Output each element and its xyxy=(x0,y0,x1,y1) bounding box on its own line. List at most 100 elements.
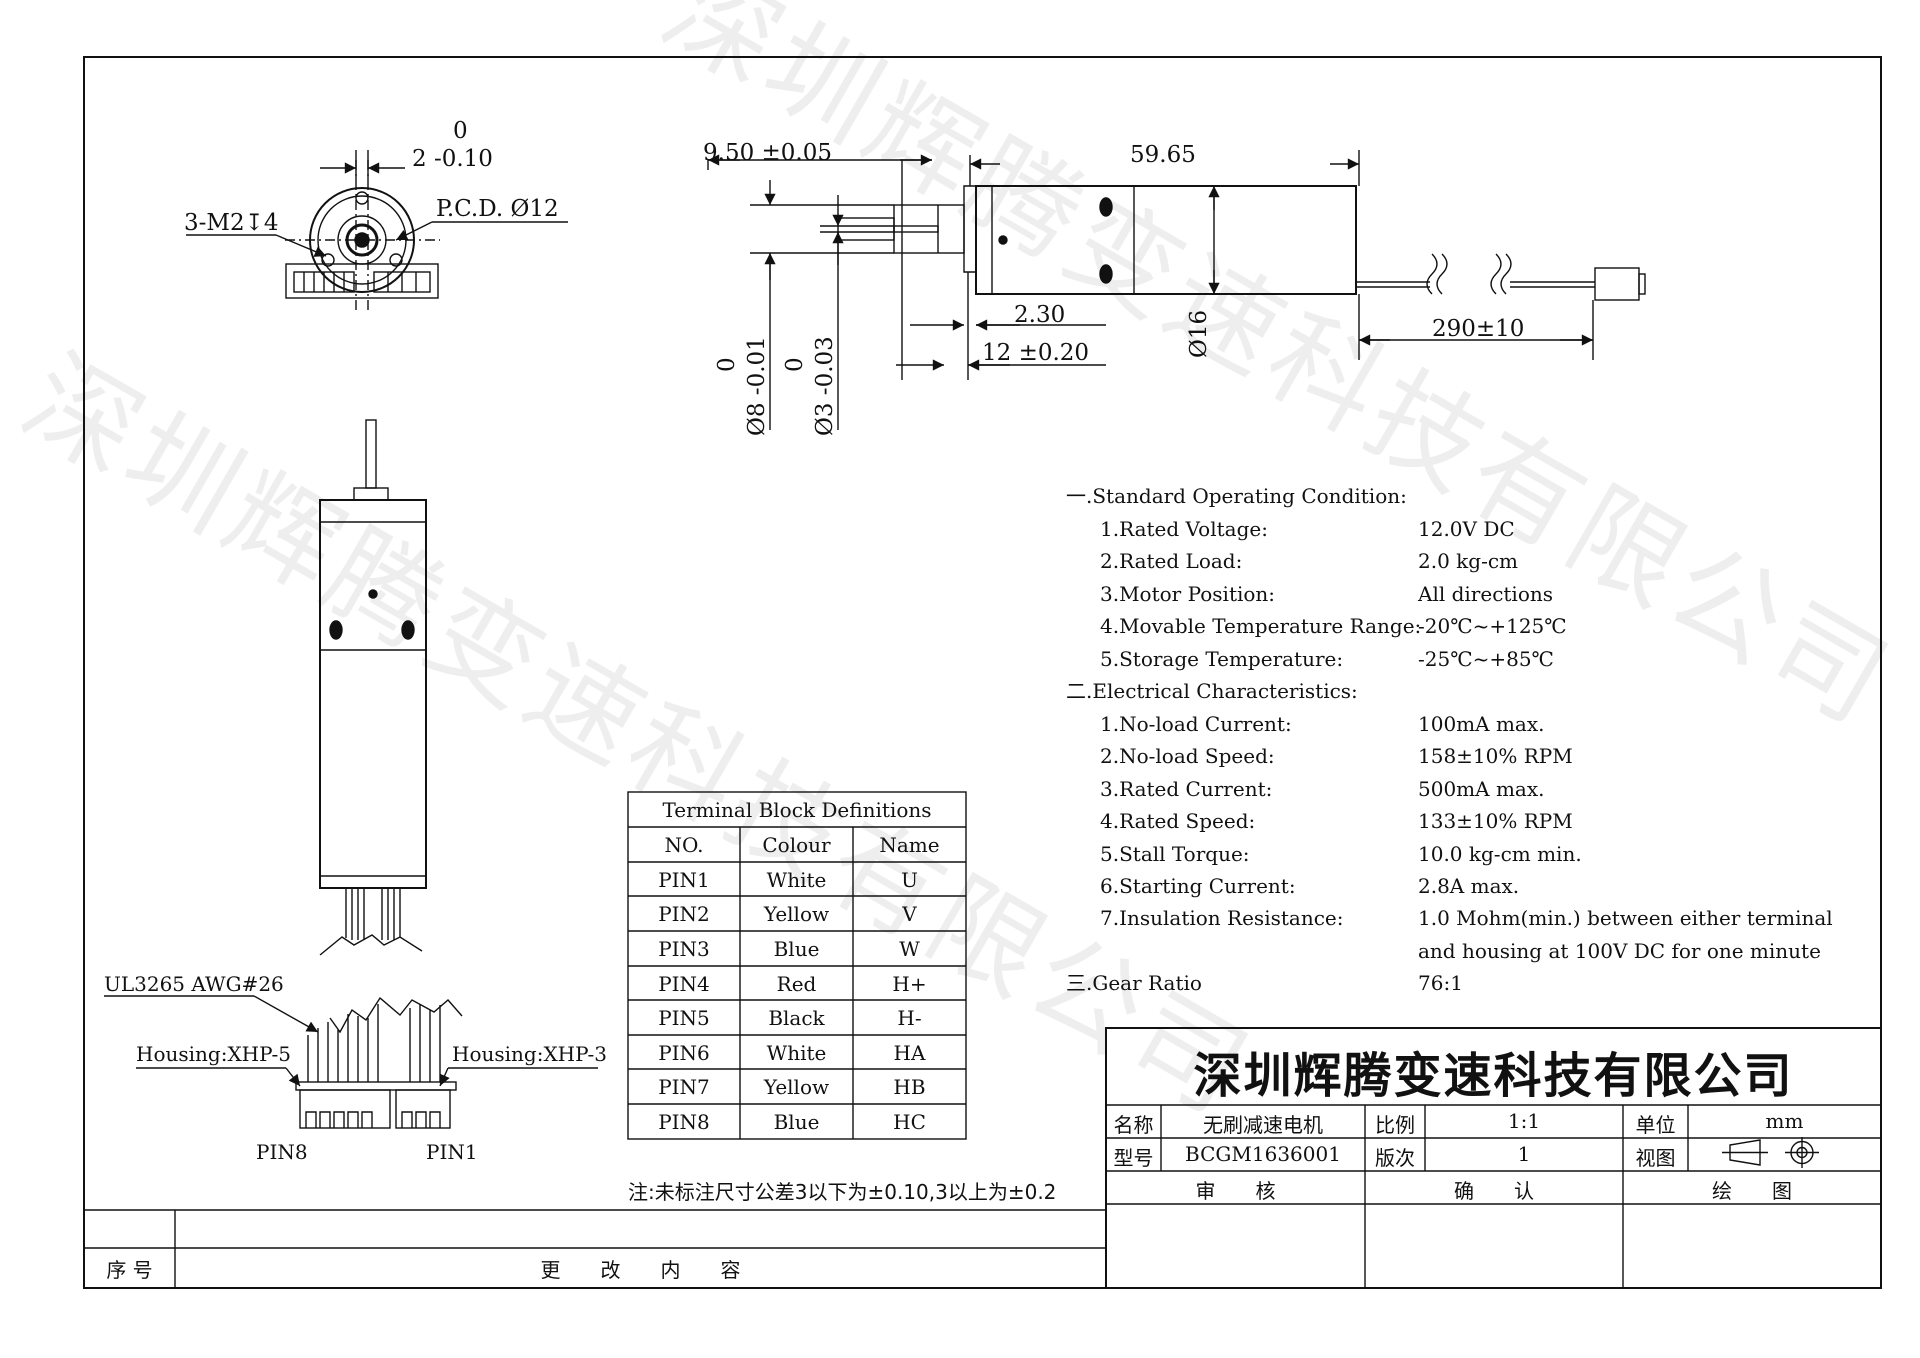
view-label: 视图 xyxy=(1635,1146,1676,1170)
table-cell: Yellow xyxy=(763,1075,830,1099)
unit-label: 单位 xyxy=(1635,1113,1676,1137)
projection-icon xyxy=(1722,1137,1819,1168)
shaft-diameter-upper: 0 xyxy=(782,357,808,372)
lead-length-dimension: 290±10 xyxy=(1432,316,1525,342)
table-cell: PIN1 xyxy=(658,868,710,892)
tolerance-note: 注:未标注尺寸公差3以下为±0.10,3以上为±0.2 xyxy=(628,1180,1057,1204)
spec-label: 6.Starting Current: xyxy=(1100,874,1296,898)
housing-right-label: Housing:XHP-3 xyxy=(452,1042,607,1066)
spec-label: 5.Storage Temperature: xyxy=(1100,647,1344,671)
revision-content-label: 更 改 内 容 xyxy=(540,1258,741,1282)
body-diameter-dimension: Ø16 xyxy=(1186,309,1212,358)
top-view xyxy=(319,419,427,956)
pcd-dimension: P.C.D. Ø12 xyxy=(436,196,559,222)
spec-label: 4.Rated Speed: xyxy=(1100,809,1256,833)
spec-label: 1.Rated Voltage: xyxy=(1100,517,1268,541)
table-cell: H- xyxy=(897,1006,922,1030)
model-label: 型号 xyxy=(1113,1146,1154,1170)
ratio-value: 1:1 xyxy=(1507,1109,1541,1133)
spec-label: 3.Motor Position: xyxy=(1100,582,1276,606)
table-cell: HA xyxy=(893,1041,926,1065)
body-length-dimension: 59.65 xyxy=(1130,142,1196,168)
table-cell: PIN8 xyxy=(658,1110,710,1134)
table-cell: PIN3 xyxy=(658,937,710,961)
boss-diameter-dimension: Ø8 -0.01 xyxy=(744,336,770,436)
spec-label: 2.Rated Load: xyxy=(1100,549,1243,573)
table-cell: PIN4 xyxy=(658,972,710,996)
table-cell: Red xyxy=(776,972,817,996)
spec-value: 100mA max. xyxy=(1418,712,1545,736)
shaft-length-dimension: 9.50 ±0.05 xyxy=(703,140,833,166)
shaft-diameter-dimension: Ø3 -0.03 xyxy=(812,336,838,436)
spec-value: 133±10% RPM xyxy=(1418,809,1573,833)
side-view xyxy=(707,150,1646,430)
table-cell: Yellow xyxy=(763,902,830,926)
table-header-colour: Colour xyxy=(762,833,831,857)
spec-label: 4.Movable Temperature Range: xyxy=(1100,614,1422,638)
unit-value: mm xyxy=(1765,1109,1804,1133)
gear-ratio-value: 76:1 xyxy=(1418,971,1463,995)
table-cell: H+ xyxy=(892,972,927,996)
spec-heading-3: 三.Gear Ratio xyxy=(1066,971,1202,995)
model-value: BCGM1636001 xyxy=(1185,1142,1341,1166)
table-cell: W xyxy=(899,937,920,961)
spec-value: 158±10% RPM xyxy=(1418,744,1573,768)
connector-detail xyxy=(104,995,598,1129)
sheet-border xyxy=(83,56,1882,1289)
spec-label: 7.Insulation Resistance: xyxy=(1100,906,1344,930)
table-cell: Black xyxy=(768,1006,825,1030)
spec-label: 1.No-load Current: xyxy=(1100,712,1292,736)
spec-label: 5.Stall Torque: xyxy=(1100,842,1250,866)
cable-spec: UL3265 AWG#26 xyxy=(104,972,284,996)
spec-label: 3.Rated Current: xyxy=(1100,777,1273,801)
table-cell: HB xyxy=(893,1075,926,1099)
drawing-label: 绘 图 xyxy=(1712,1179,1792,1203)
spec-value: -25℃~+85℃ xyxy=(1418,647,1554,671)
table-cell: Blue xyxy=(773,1110,820,1134)
table-cell: PIN5 xyxy=(658,1006,710,1030)
review-label: 审 核 xyxy=(1195,1179,1276,1203)
table-cell: White xyxy=(766,868,827,892)
title-block-frame xyxy=(1105,1027,1882,1289)
spec-value-continued: and housing at 100V DC for one minute xyxy=(1418,939,1821,963)
spec-heading-2: 二.Electrical Characteristics: xyxy=(1066,679,1358,703)
confirm-label: 确 认 xyxy=(1454,1179,1534,1203)
table-cell: HC xyxy=(893,1110,926,1134)
table-cell: PIN6 xyxy=(658,1041,710,1065)
spec-label: 2.No-load Speed: xyxy=(1100,744,1275,768)
table-cell: PIN7 xyxy=(658,1075,710,1099)
spec-value: 2.0 kg-cm xyxy=(1418,549,1519,573)
table-cell: V xyxy=(902,902,917,926)
spec-heading-1: 一.Standard Operating Condition: xyxy=(1066,484,1407,508)
boss-length-dimension: 12 ±0.20 xyxy=(982,340,1090,366)
spec-value: 12.0V DC xyxy=(1418,517,1515,541)
table-cell: Blue xyxy=(773,937,820,961)
spec-value: 10.0 kg-cm min. xyxy=(1418,842,1582,866)
name-label: 名称 xyxy=(1113,1113,1154,1137)
pin1-label: PIN1 xyxy=(426,1140,478,1164)
front-view xyxy=(186,150,568,310)
version-label: 版次 xyxy=(1375,1146,1415,1170)
ratio-label: 比例 xyxy=(1375,1113,1415,1137)
table-header-name: Name xyxy=(879,833,940,857)
table-cell: White xyxy=(766,1041,827,1065)
screw-hole-callout: 3-M2↧4 xyxy=(184,210,279,236)
name-value: 无刷减速电机 xyxy=(1203,1113,1323,1137)
spec-value: 1.0 Mohm(min.) between either terminal xyxy=(1418,906,1833,930)
table-cell: PIN2 xyxy=(658,902,710,926)
version-value: 1 xyxy=(1517,1142,1531,1166)
table-cell: U xyxy=(901,868,918,892)
table-title: Terminal Block Definitions xyxy=(662,798,932,822)
company-name: 深圳辉腾变速科技有限公司 xyxy=(1193,1048,1794,1104)
table-header-no: NO. xyxy=(664,833,704,857)
slot-width-dimension: 2 -0.10 xyxy=(412,146,493,172)
boss-diameter-upper: 0 xyxy=(714,357,740,372)
spec-value: All directions xyxy=(1418,582,1554,606)
flange-length-dimension: 2.30 xyxy=(1014,302,1066,328)
housing-left-label: Housing:XHP-5 xyxy=(136,1042,291,1066)
spec-value: 500mA max. xyxy=(1418,777,1545,801)
spec-value: -20℃~+125℃ xyxy=(1418,614,1567,638)
slot-tolerance-upper: 0 xyxy=(453,118,468,144)
